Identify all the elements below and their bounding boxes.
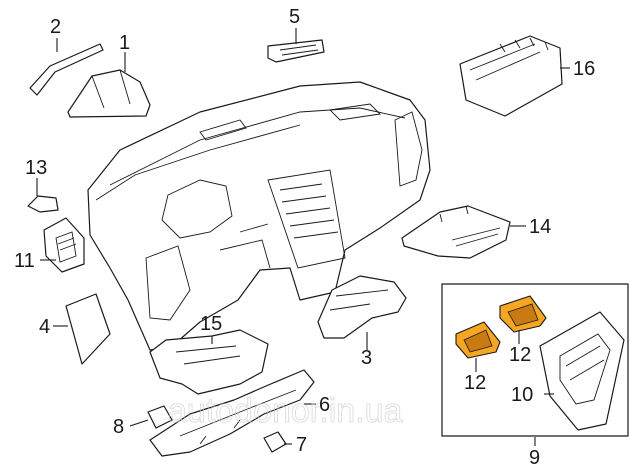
callout-6: 6 [319,394,330,416]
part-10-center-bezel [539,311,625,431]
callout-1: 1 [119,32,130,54]
callout-11: 11 [14,250,35,272]
part-4-side-panel [65,293,111,365]
callout-10: 10 [511,384,533,406]
callout-15: 15 [200,313,222,335]
part-5-center-grille [267,39,325,63]
part-16-airbag-module [459,35,563,117]
part-11-side-vent [43,217,85,273]
part-12-vent-upper [499,295,547,333]
callout-9: 9 [529,447,540,469]
part-2-trim-strip [29,43,104,96]
callout-5: 5 [289,6,300,28]
callout-13: 13 [25,157,47,179]
part-12-vent-lower [455,321,501,359]
callout-7: 7 [296,434,307,456]
callout-8: 8 [113,416,124,438]
part-15-lower-cover [149,329,269,395]
part-6-lower-reinforcement [149,369,315,457]
callout-12-lower: 12 [464,372,486,394]
callout-2: 2 [50,16,61,38]
callout-3: 3 [361,347,372,369]
part-3-cluster-housing [317,275,407,339]
callout-14: 14 [529,216,551,238]
watermark: autodonor.in.ua [168,392,403,430]
part-13-bracket [27,195,59,213]
part-14-bracket [401,205,511,259]
callout-16: 16 [573,58,595,80]
dashboard-panel [87,81,431,351]
callout-12-upper: 12 [509,344,531,366]
part-1-instrument-hood [67,69,151,118]
part-8-switch [147,405,173,429]
callout-4: 4 [39,316,50,338]
part-7-block [263,431,287,453]
leader-lines [36,28,570,446]
